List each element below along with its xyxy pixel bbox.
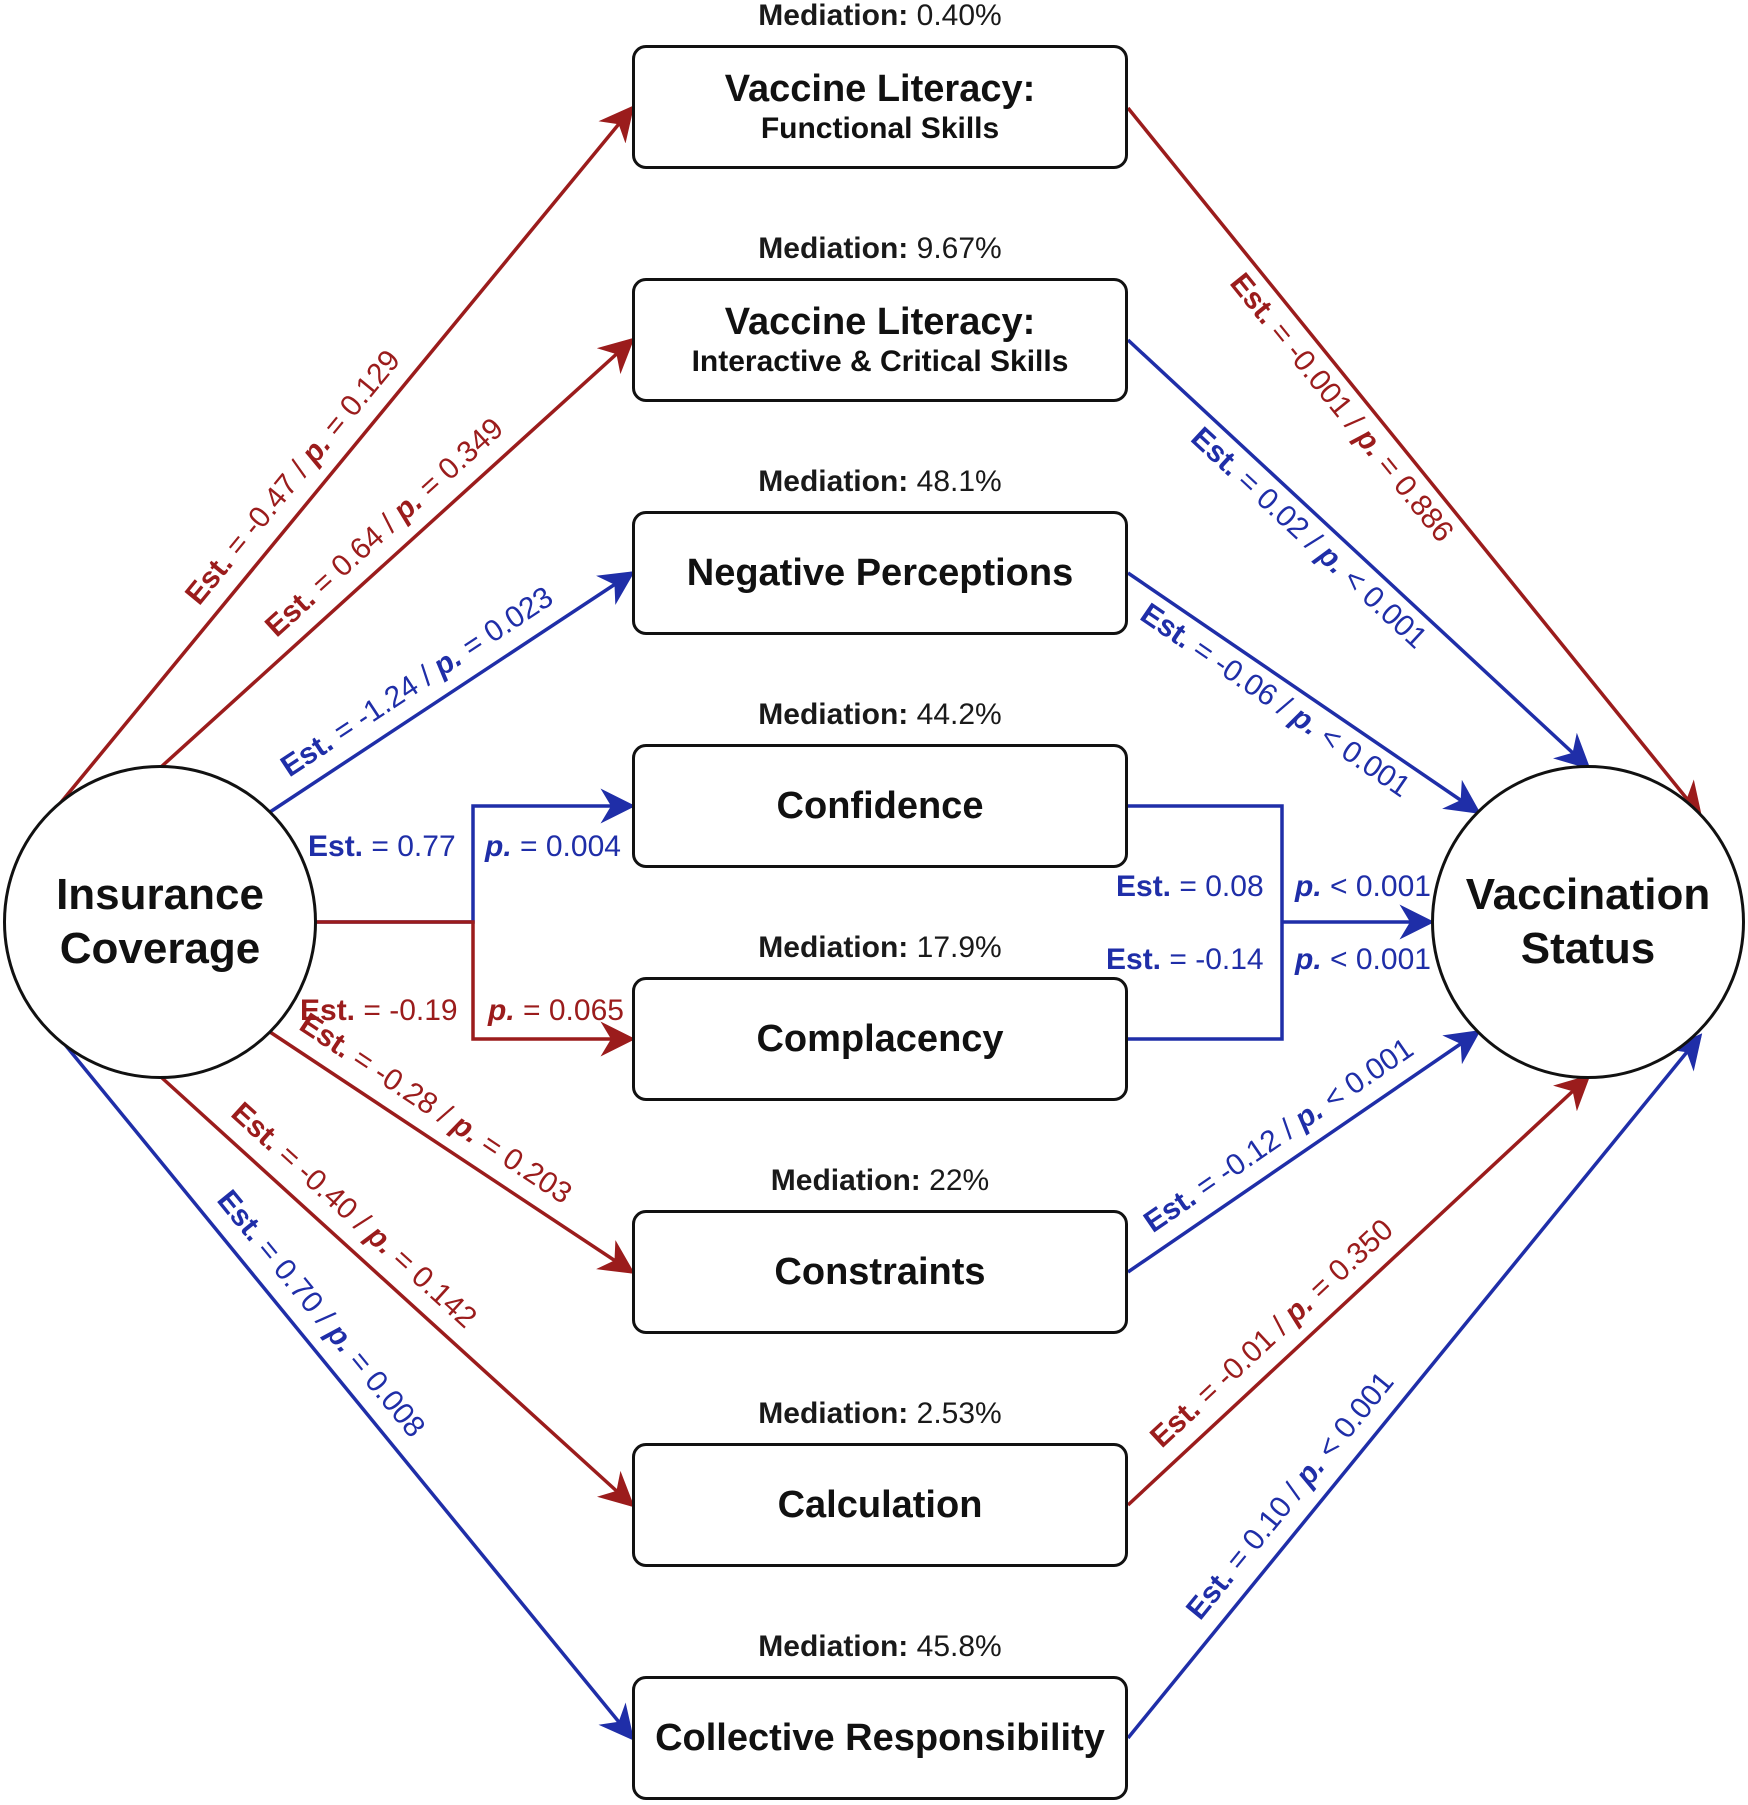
path-b-label-complacency-est: Est. = -0.14 (1106, 943, 1264, 976)
path-a-label-confidence-est: Est. = 0.77 (308, 830, 456, 863)
mediation-value-complacency: Mediation: 17.9% (758, 931, 1002, 964)
mediator-subname: Interactive & Critical Skills (691, 345, 1069, 378)
path-b-interactive-critical-skills (1126, 338, 1591, 770)
mediator-box-collective-responsibility: Collective Responsibility (632, 1676, 1128, 1800)
insurance-coverage-label: Insurance Coverage (56, 870, 264, 973)
path-a-negative-perceptions (269, 571, 635, 814)
path-b-calculation (1126, 1074, 1591, 1507)
mediation-value-negative-perceptions: Mediation: 48.1% (758, 465, 1002, 498)
path-a-confidence (316, 788, 636, 924)
mediator-name: Confidence (776, 785, 984, 827)
mediator-name: Constraints (774, 1251, 986, 1293)
mediation-value-constraints: Mediation: 22% (770, 1164, 990, 1197)
path-b-negative-perceptions (1127, 571, 1481, 814)
mediator-box-complacency: Complacency (632, 977, 1128, 1101)
mediator-name: Collective Responsibility (655, 1717, 1105, 1759)
path-a-label-complacency-est: Est. = -0.19 (300, 994, 458, 1027)
mediator-name: Calculation (777, 1484, 983, 1526)
path-a-calculation (159, 1075, 635, 1508)
mediator-name: Vaccine Literacy: (724, 68, 1036, 110)
mediator-box-calculation: Calculation (632, 1443, 1128, 1567)
vaccination-status-node: Vaccination Status (1431, 765, 1745, 1079)
mediator-name: Complacency (756, 1018, 1004, 1060)
path-a-constraints (269, 1030, 635, 1274)
path-a-label-confidence-p: p. = 0.004 (485, 830, 621, 863)
mediator-name: Vaccine Literacy: (724, 301, 1036, 343)
mediator-box-confidence: Confidence (632, 744, 1128, 868)
mediation-value-interactive-critical-skills: Mediation: 9.67% (758, 232, 1002, 265)
path-a-collective-responsibility (56, 1034, 635, 1741)
path-a-functional-skills (56, 105, 635, 808)
mediation-value-confidence: Mediation: 44.2% (758, 698, 1002, 731)
path-b-collective-responsibility (1126, 1033, 1703, 1740)
insurance-coverage-node: Insurance Coverage (3, 765, 317, 1079)
mediator-subname: Functional Skills (760, 112, 1000, 145)
path-b-functional-skills (1126, 106, 1703, 818)
vaccination-status-label: Vaccination Status (1465, 870, 1711, 973)
mediator-box-interactive-critical-skills: Vaccine Literacy:Interactive & Critical … (632, 278, 1128, 402)
mediation-value-calculation: Mediation: 2.53% (758, 1397, 1002, 1430)
mediation-value-collective-responsibility: Mediation: 45.8% (758, 1630, 1002, 1663)
path-b-merge-bracket (1128, 804, 1284, 1041)
mediator-name: Negative Perceptions (686, 552, 1074, 594)
path-b-label-complacency-p: p. < 0.001 (1295, 943, 1431, 976)
path-b-label-confidence-p: p. < 0.001 (1295, 870, 1431, 903)
mediator-box-negative-perceptions: Negative Perceptions (632, 511, 1128, 635)
path-b-constraints (1127, 1030, 1481, 1274)
path-a-complacency (316, 920, 636, 1057)
path-a-label-complacency-p: p. = 0.065 (488, 994, 624, 1027)
path-b-label-confidence-est: Est. = 0.08 (1116, 870, 1264, 903)
mediator-box-constraints: Constraints (632, 1210, 1128, 1334)
mediation-value-functional-skills: Mediation: 0.40% (758, 0, 1002, 32)
mediator-box-functional-skills: Vaccine Literacy:Functional Skills (632, 45, 1128, 169)
path-a-interactive-critical-skills (159, 337, 635, 769)
